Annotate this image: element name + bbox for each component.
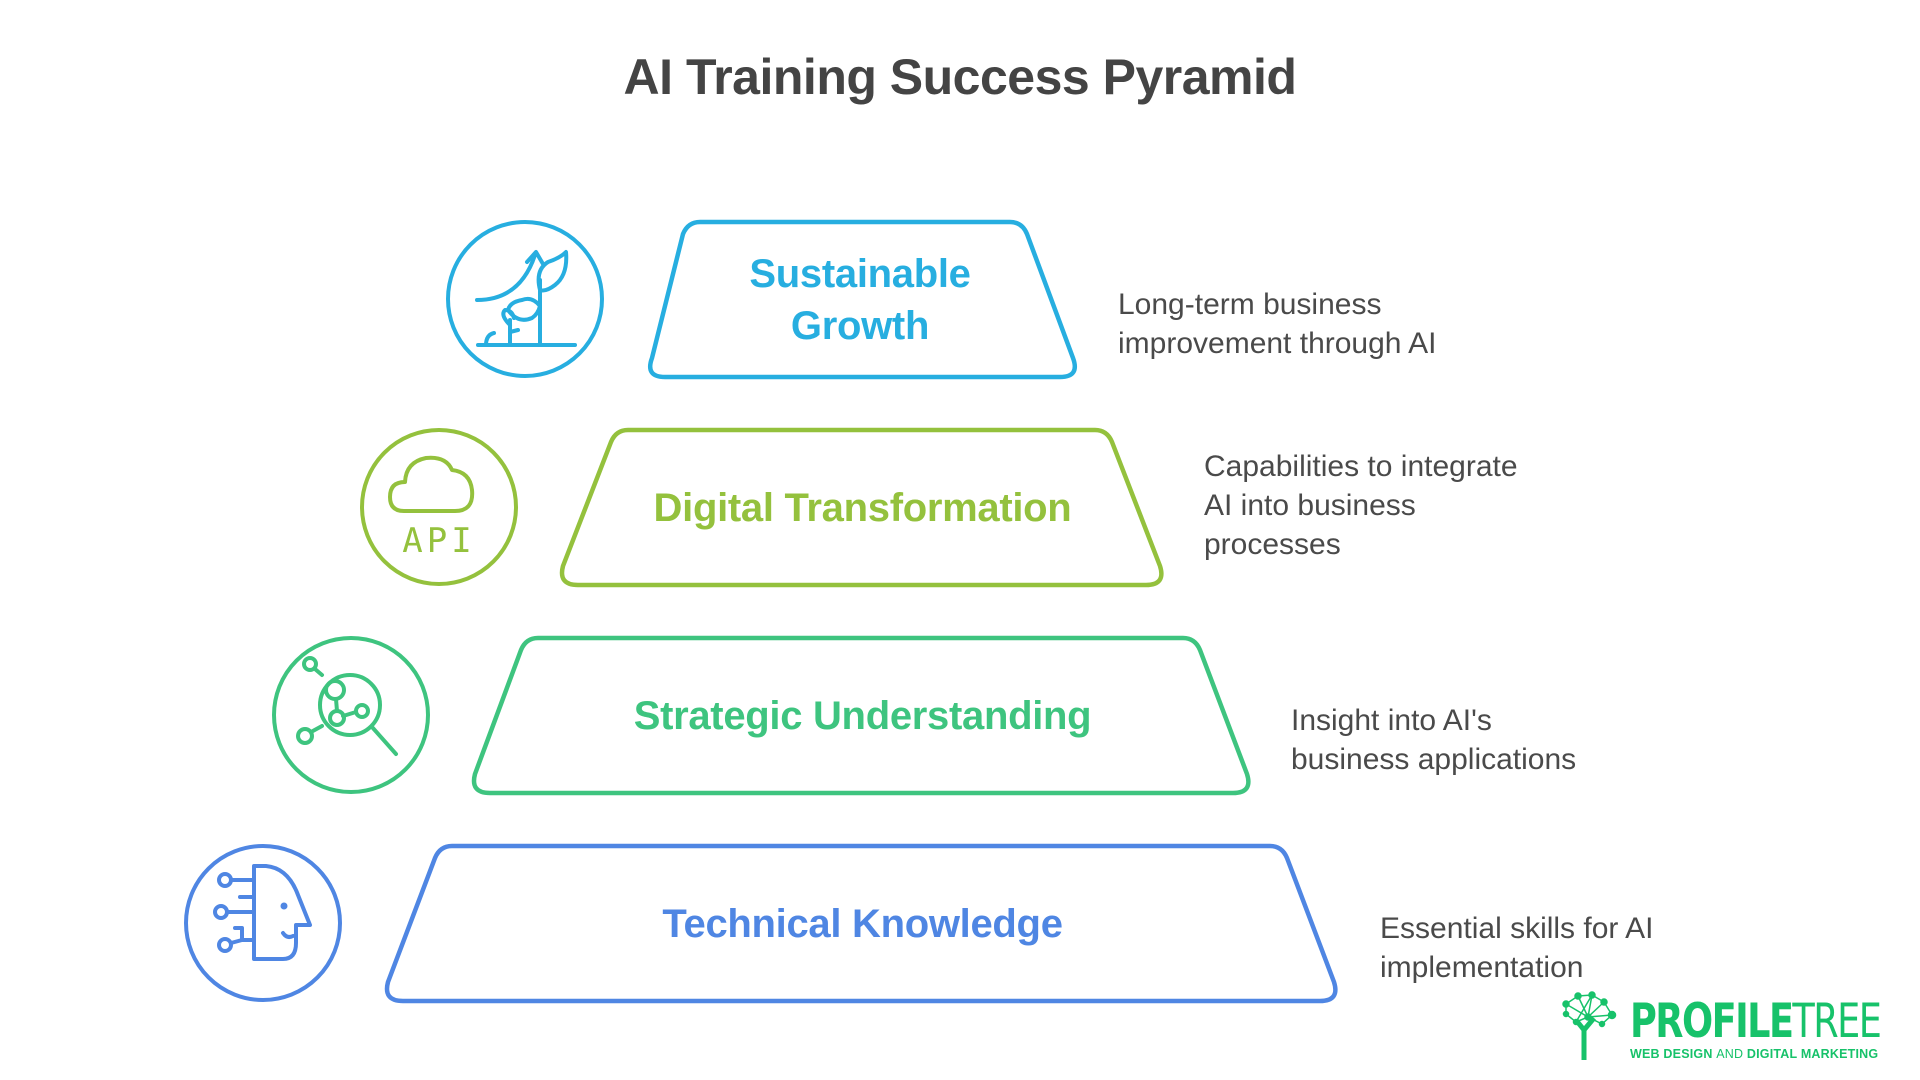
logo-tag-part: AND bbox=[1716, 1047, 1744, 1061]
profiletree-logo: PROFILETREE WEB DESIGN AND DIGITAL MARKE… bbox=[1560, 995, 1882, 1065]
tier-description-strategic-understanding: Insight into AI's business applications bbox=[1291, 701, 1576, 779]
tier-label-line-1: Sustainable bbox=[749, 251, 971, 296]
description-line: Capabilities to integrate bbox=[1204, 450, 1518, 483]
description-line: improvement through AI bbox=[1118, 327, 1437, 360]
magnifier-network-icon bbox=[272, 636, 430, 794]
cloud-api-icon: API bbox=[360, 428, 518, 586]
tier-description-sustainable-growth: Long-term business improvement through A… bbox=[1118, 285, 1437, 363]
page-title: AI Training Success Pyramid bbox=[623, 49, 1297, 105]
description-line: business applications bbox=[1291, 743, 1577, 776]
tier-label-strategic-understanding: Strategic Understanding bbox=[633, 693, 1092, 738]
description-line: Essential skills for AI bbox=[1380, 912, 1654, 945]
tier-description-technical-knowledge: Essential skills for AI implementation bbox=[1380, 909, 1653, 987]
plant-growth-arrow-icon bbox=[446, 220, 604, 378]
tier-sustainable-growth-shape bbox=[647, 219, 1078, 380]
tier-label-line-2: Growth bbox=[790, 303, 930, 348]
tier-label-sustainable-growth: Sustainable Growth bbox=[690, 222, 1030, 377]
description-line: AI into business bbox=[1204, 489, 1416, 522]
description-line: implementation bbox=[1380, 951, 1584, 984]
tier-label-technical-knowledge: Technical Knowledge bbox=[662, 901, 1063, 946]
description-line: Insight into AI's bbox=[1291, 704, 1492, 737]
svg-text:API: API bbox=[402, 521, 475, 561]
description-line: Long-term business bbox=[1118, 288, 1382, 321]
logo-tagline: WEB DESIGN AND DIGITAL MARKETING bbox=[1630, 1047, 1878, 1061]
logo-tag-part: WEB DESIGN bbox=[1630, 1047, 1717, 1061]
tree-network-icon bbox=[1562, 991, 1617, 1060]
tier-label-digital-transformation: Digital Transformation bbox=[653, 485, 1072, 530]
logo-word-bold: PROFILE bbox=[1630, 994, 1794, 1049]
description-line: processes bbox=[1204, 528, 1341, 561]
logo-word-light: TREE bbox=[1792, 994, 1882, 1049]
ai-head-circuit-icon bbox=[184, 844, 342, 1002]
tier-technical-knowledge-shape bbox=[384, 843, 1338, 1004]
tier-strategic-understanding-shape bbox=[471, 635, 1251, 796]
tier-description-digital-transformation: Capabilities to integrate AI into busine… bbox=[1204, 447, 1518, 564]
logo-wordmark: PROFILETREE bbox=[1630, 994, 1882, 1049]
tier-digital-transformation-shape bbox=[559, 427, 1164, 588]
logo-tag-part: DIGITAL MARKETING bbox=[1743, 1047, 1879, 1061]
